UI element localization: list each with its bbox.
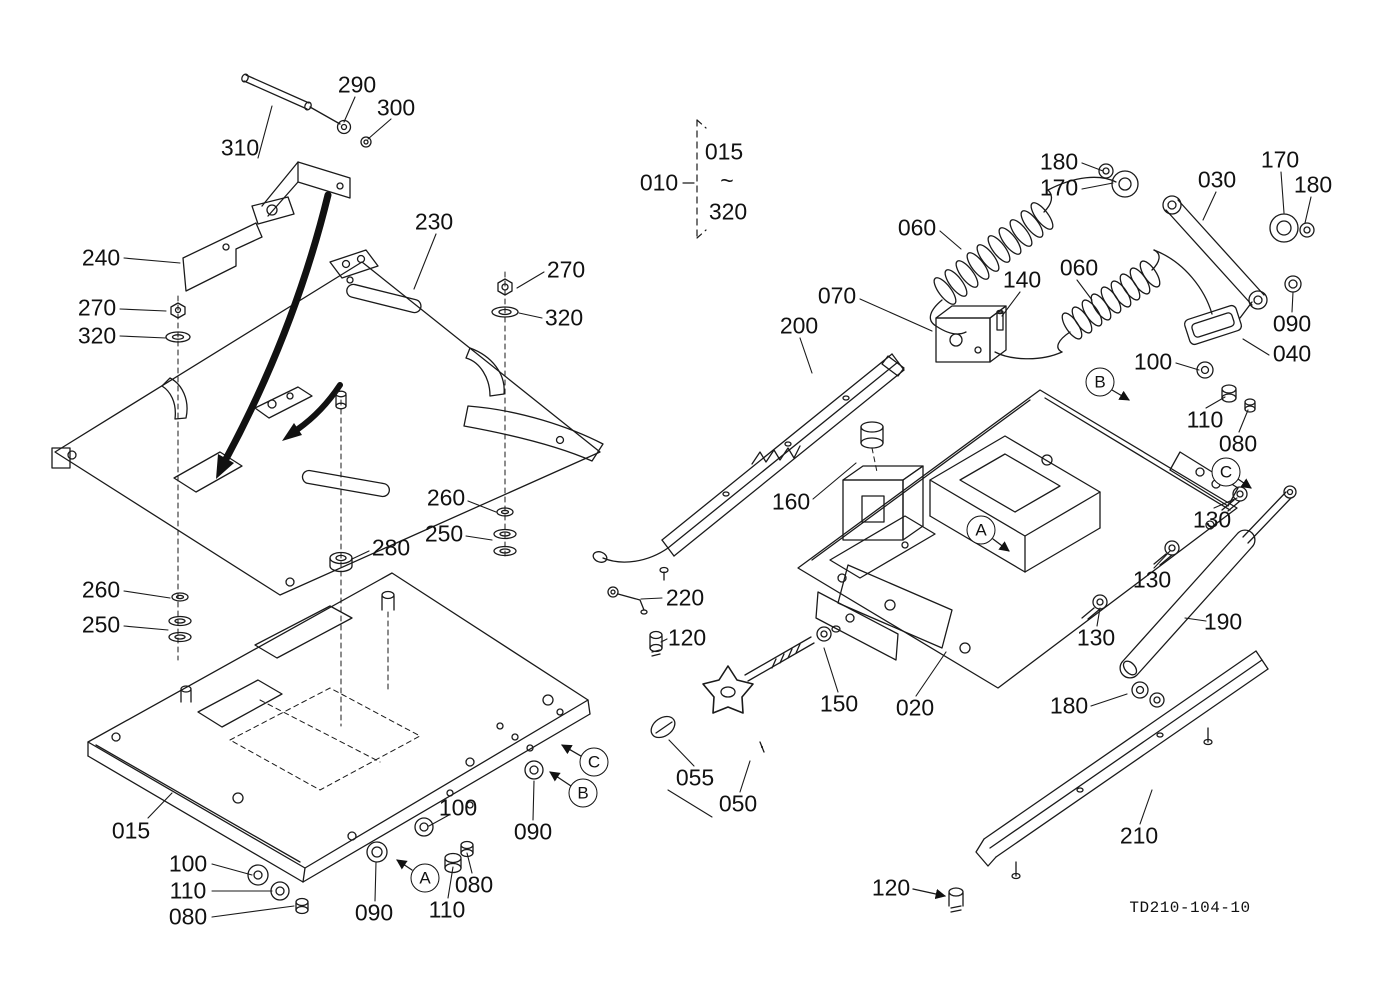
slide-rail-210 bbox=[975, 650, 1269, 880]
group-label-010: 010 bbox=[639, 169, 679, 196]
washer-group-bottom-center-100-090-110-080 bbox=[366, 817, 474, 874]
pivot-rod-310 bbox=[241, 73, 372, 148]
washers-right-100-110-080 bbox=[1196, 361, 1256, 413]
group-range-bottom: 320 bbox=[708, 198, 748, 225]
fastener-stack-right-270-320-260-250 bbox=[491, 271, 519, 561]
idler-lever-030 bbox=[1098, 163, 1315, 310]
screw-120-left bbox=[649, 630, 663, 657]
fastener-stack-left-270-320-260-250 bbox=[165, 295, 192, 661]
washer-090-right bbox=[524, 760, 544, 780]
drawing-number: TD210-104-10 bbox=[1129, 899, 1251, 917]
group-range-top: 015 bbox=[704, 138, 744, 165]
bolts-130 bbox=[1081, 486, 1248, 620]
latch-lever-220 bbox=[607, 586, 648, 615]
group-bracket-010 bbox=[682, 119, 707, 239]
adjust-rod-150 bbox=[744, 625, 841, 682]
base-plate-015 bbox=[87, 572, 591, 883]
adjuster-screw-160 bbox=[860, 421, 884, 473]
seat-plate-230 bbox=[51, 249, 604, 596]
hinge-bracket-240 bbox=[182, 161, 351, 292]
screw-120-bottom bbox=[948, 887, 964, 913]
group-range-tilde: ~ bbox=[720, 167, 734, 194]
cap-055 bbox=[650, 715, 676, 739]
spring-bracket-070 bbox=[935, 305, 1007, 363]
bushing-280 bbox=[329, 390, 353, 727]
damper-190 bbox=[1119, 485, 1297, 679]
leader-lines bbox=[119, 96, 1312, 918]
motion-arrows bbox=[216, 191, 343, 479]
tension-spring-060-left bbox=[929, 176, 1117, 335]
pin-140 bbox=[996, 309, 1004, 331]
main-frame-020 bbox=[797, 389, 1239, 689]
reference-arrows bbox=[396, 389, 1252, 900]
tension-spring-060-right bbox=[994, 249, 1213, 360]
slider-block-040 bbox=[1183, 301, 1253, 346]
slide-rail-200 bbox=[592, 353, 905, 581]
washers-180-bottom bbox=[1131, 681, 1165, 708]
washer-group-bottom-left-100-110-080 bbox=[247, 864, 309, 915]
star-knob-050 bbox=[702, 665, 765, 753]
